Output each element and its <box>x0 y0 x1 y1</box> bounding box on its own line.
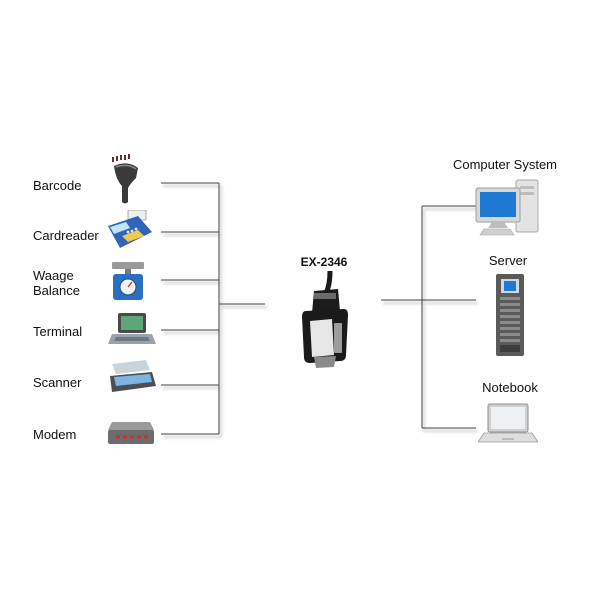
server-icon <box>496 274 524 356</box>
serial-adapter-icon <box>302 271 348 368</box>
label-terminal: Terminal <box>33 324 83 339</box>
label-balance: Waage Balance <box>33 268 80 298</box>
desktop-computer-icon <box>475 179 539 236</box>
barcode-scanner-icon <box>112 154 138 204</box>
label-cardreader: Cardreader <box>33 228 99 243</box>
scale-icon <box>112 262 144 300</box>
hub-label: EX-2346 <box>300 255 348 269</box>
label-notebook: Notebook <box>482 380 538 395</box>
label-computer-system: Computer System <box>452 157 558 172</box>
flatbed-scanner-icon <box>110 360 156 392</box>
card-reader-icon <box>108 210 152 248</box>
label-barcode: Barcode <box>33 178 82 193</box>
label-server: Server <box>488 253 528 268</box>
modem-icon <box>108 422 154 444</box>
notebook-icon <box>478 403 538 443</box>
label-modem: Modem <box>33 427 77 442</box>
terminal-icon <box>108 313 156 344</box>
label-scanner: Scanner <box>33 375 82 390</box>
